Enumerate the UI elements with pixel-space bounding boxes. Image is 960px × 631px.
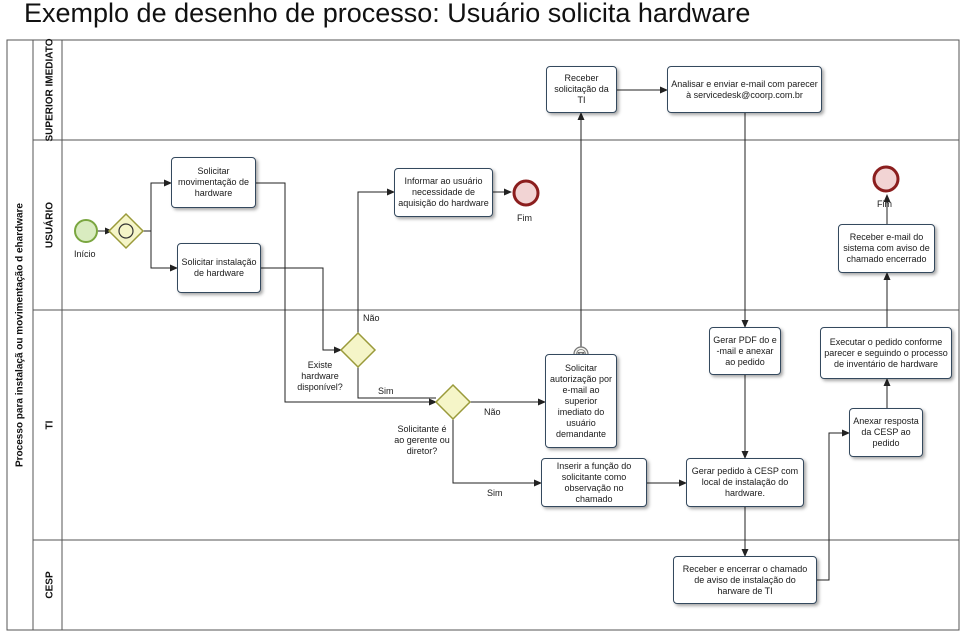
gateway-hardware-no-label: Não	[363, 313, 380, 323]
gateway-gerente-diretor	[434, 383, 472, 421]
end-event-2-label: Fim	[877, 199, 892, 209]
lane-label-ti: TI	[44, 420, 56, 430]
lane-label-superior: SUPERIOR IMEDIATO	[44, 38, 56, 142]
end-event-1	[512, 179, 540, 207]
end-event-2	[872, 165, 900, 193]
flow-g2-yes-to-g3	[357, 367, 436, 399]
gateway-gerente-question: Solicitante é ao gerente ou diretor?	[394, 424, 450, 456]
flow-gateway-to-solicitar-inst	[140, 230, 178, 272]
gateway-hardware-disponivel	[339, 331, 377, 369]
pool-label: Processo para instalaçã ou movimentação …	[14, 203, 26, 467]
task-solicitar-autorizacao[interactable]: Solicitar autorização por e-mail ao supe…	[545, 354, 617, 448]
flow-g2-no-to-informar	[357, 188, 395, 333]
end-event-1-label: Fim	[517, 213, 532, 223]
flow-solicitar-inst-to-g2	[261, 267, 342, 354]
task-inserir-funcao[interactable]: Inserir a função do solicitante como obs…	[541, 458, 647, 507]
task-analisar-enviar-email[interactable]: Analisar e enviar e-mail com parecer à s…	[667, 66, 822, 113]
flow-g3-yes-to-inserir	[452, 419, 542, 487]
gateway-hardware-yes-label: Sim	[378, 386, 394, 396]
gateway-gerente-no-label: Não	[484, 407, 501, 417]
task-receber-encerrar-chamado[interactable]: Receber e encerrar o chamado de aviso de…	[673, 556, 817, 604]
task-receber-email-sistema[interactable]: Receber e-mail do sistema com aviso de c…	[838, 224, 935, 273]
page-title: Exemplo de desenho de processo: Usuário …	[24, 0, 751, 28]
task-gerar-pedido-cesp[interactable]: Gerar pedido à CESP com local de instala…	[686, 458, 804, 507]
gateway-hardware-question: Existe hardware disponível?	[297, 360, 343, 392]
task-informar-usuario[interactable]: Informar ao usuário necessidade de aquis…	[394, 168, 493, 217]
task-receber-solicitacao-ti[interactable]: Receber solicitação da TI	[546, 66, 617, 113]
gateway-gerente-yes-label: Sim	[487, 488, 503, 498]
flow-solicitar-mov-to-g3	[256, 182, 437, 406]
task-executar-pedido[interactable]: Executar o pedido conforme parecer e seg…	[820, 327, 952, 379]
start-event	[74, 219, 98, 243]
task-gerar-pdf[interactable]: Gerar PDF do e -mail e anexar ao pedido	[709, 327, 781, 375]
flow-receber-encerrar-to-anexar	[817, 429, 850, 581]
lane-label-cesp: CESP	[44, 571, 56, 599]
flow-gateway-to-solicitar-mov	[140, 179, 172, 232]
parallel-gateway	[107, 212, 145, 250]
task-solicitar-instalacao[interactable]: Solicitar instalação de hardware	[177, 243, 261, 293]
sequence-flows	[98, 86, 891, 581]
task-solicitar-movimentacao[interactable]: Solicitar movimentação de hardware	[171, 157, 256, 208]
pool-frame	[6, 39, 960, 631]
task-anexar-resposta[interactable]: Anexar resposta da CESP ao pedido	[849, 408, 923, 457]
start-event-label: Início	[74, 249, 96, 259]
lane-label-usuario: USUÁRIO	[44, 201, 56, 249]
